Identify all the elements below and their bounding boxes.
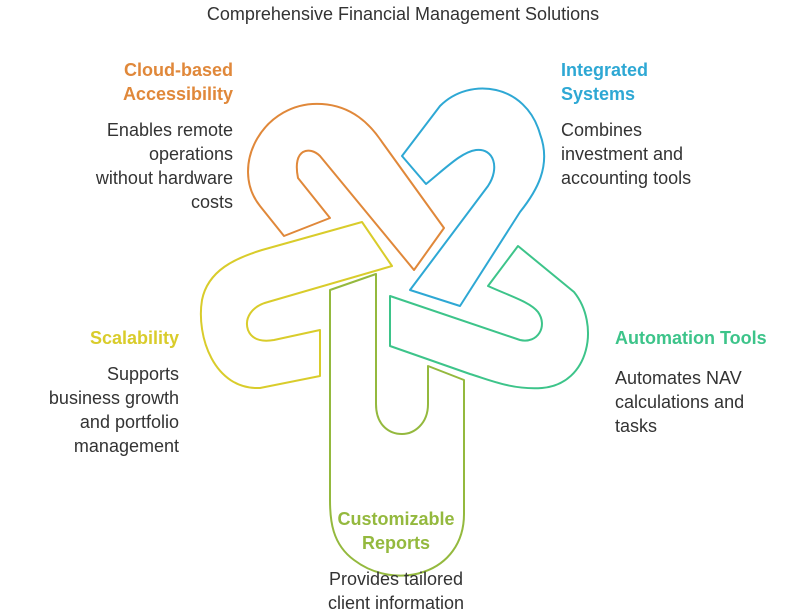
cloud-accessibility-block: Cloud-based Accessibility Enables remote… <box>96 58 233 214</box>
description-line: Automates NAV <box>615 368 742 388</box>
automation-tools-heading: Automation Tools <box>615 326 767 350</box>
description-line: and portfolio <box>79 412 179 432</box>
loop-automation <box>389 245 589 390</box>
heading-line: Systems <box>561 84 636 104</box>
cloud-accessibility-heading: Cloud-based Accessibility <box>96 58 233 106</box>
description-line: operations <box>148 144 233 164</box>
description-line: Provides tailored <box>328 569 464 589</box>
description-line: costs <box>190 192 233 212</box>
loop-cloud <box>247 102 445 271</box>
description-line: Enables remote <box>106 120 233 140</box>
loop-integrated <box>401 87 546 307</box>
heading-line: Automation Tools <box>615 328 767 348</box>
heading-line: Reports <box>361 533 430 553</box>
description-line: calculations and <box>615 392 745 412</box>
heading-line: Scalability <box>89 328 179 348</box>
heading-line: Customizable <box>337 509 455 529</box>
scalability-block: Scalability Supports business growth and… <box>49 326 179 458</box>
automation-tools-block: Automation Tools Automates NAV calculati… <box>615 326 767 438</box>
heading-line: Cloud-based <box>123 60 233 80</box>
loop-customizable <box>329 273 465 577</box>
integrated-systems-heading: Integrated Systems <box>561 58 691 106</box>
integrated-systems-description: Combines investment and accounting tools <box>561 118 691 190</box>
description-line: investment and <box>561 144 684 164</box>
description-line: client information <box>327 593 465 613</box>
customizable-reports-block: Customizable Reports Provides tailored c… <box>246 507 546 615</box>
description-line: accounting tools <box>561 168 692 188</box>
scalability-heading: Scalability <box>49 326 179 350</box>
cloud-accessibility-description: Enables remote operations without hardwa… <box>96 118 233 214</box>
diagram-title: Comprehensive Financial Management Solut… <box>206 4 600 24</box>
customizable-reports-description: Provides tailored client information <box>246 567 546 615</box>
customizable-reports-heading: Customizable Reports <box>246 507 546 555</box>
description-line: management <box>73 436 179 456</box>
description-line: Combines <box>561 120 643 140</box>
heading-line: Accessibility <box>122 84 233 104</box>
scalability-description: Supports business growth and portfolio m… <box>49 362 179 458</box>
description-line: without hardware <box>95 168 233 188</box>
description-line: tasks <box>615 416 658 436</box>
automation-tools-description: Automates NAV calculations and tasks <box>615 366 767 438</box>
loop-scalability <box>200 221 393 390</box>
description-line: business growth <box>48 388 179 408</box>
integrated-systems-block: Integrated Systems Combines investment a… <box>561 58 691 190</box>
description-line: Supports <box>106 364 179 384</box>
heading-line: Integrated <box>561 60 649 80</box>
